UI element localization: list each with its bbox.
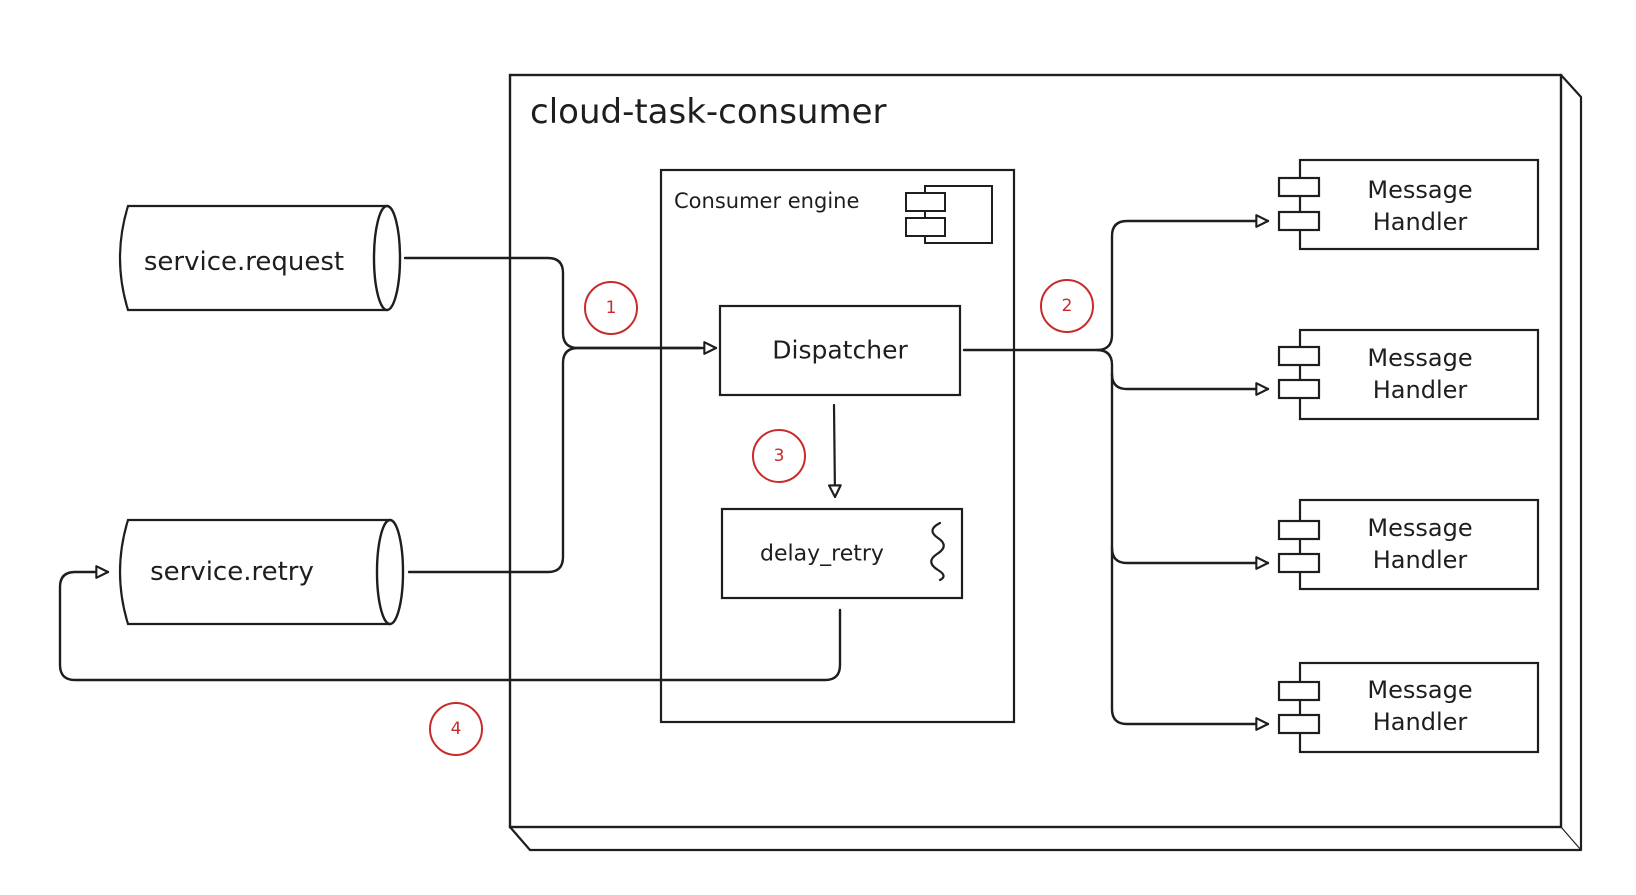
component-port-icon [1277, 176, 1321, 198]
wave-icon [930, 521, 945, 582]
svg-text:3: 3 [774, 446, 785, 466]
component-port-icon [1277, 519, 1321, 541]
component-port-icon [1277, 680, 1321, 702]
consumer-engine-label: Consumer engine [674, 189, 859, 213]
queue-label: service.request [144, 247, 344, 277]
edge-delay-retry-to-service-retry[interactable] [58, 565, 842, 682]
queue-service-retry[interactable]: service.retry [118, 518, 405, 626]
handler-line2: Handler [1373, 376, 1468, 404]
component-port-icon [1277, 378, 1321, 400]
consumer-engine-container[interactable]: Consumer engine [659, 168, 1016, 724]
handler-line2: Handler [1373, 708, 1468, 736]
svg-text:2: 2 [1062, 296, 1073, 316]
step-badge-2: 2 [1040, 279, 1094, 333]
edge-dispatcher-to-handler-4[interactable] [1110, 546, 1270, 731]
message-handler[interactable]: Message Handler [1277, 328, 1540, 421]
handler-line1: Message [1367, 514, 1472, 542]
svg-text:1: 1 [606, 298, 617, 318]
edge-retry-to-dispatcher[interactable] [407, 346, 702, 574]
component-port-icon [1277, 713, 1321, 735]
edge-dispatcher-trunk[interactable] [962, 214, 1270, 352]
node-title: cloud-task-consumer [530, 92, 887, 132]
component-icon [905, 185, 993, 244]
step-badge-4: 4 [429, 702, 483, 756]
message-handler[interactable]: Message Handler [1277, 158, 1540, 251]
handler-line2: Handler [1373, 208, 1468, 236]
dispatcher-label: Dispatcher [772, 336, 908, 365]
handler-line1: Message [1367, 676, 1472, 704]
message-handler[interactable]: Message Handler [1277, 661, 1540, 754]
edge-dispatcher-to-delay-retry[interactable] [827, 403, 842, 499]
dispatcher-box[interactable]: Dispatcher [718, 304, 962, 397]
queue-label: service.retry [150, 557, 314, 587]
step-badge-3: 3 [752, 429, 806, 483]
message-handler[interactable]: Message Handler [1277, 498, 1540, 591]
handler-line1: Message [1367, 176, 1472, 204]
queue-service-request[interactable]: service.request [118, 204, 402, 312]
delay-retry-label: delay_retry [760, 542, 884, 567]
edge-request-to-dispatcher[interactable] [403, 256, 718, 355]
component-port-icon [1277, 552, 1321, 574]
handler-line1: Message [1367, 344, 1472, 372]
connectors [58, 214, 1270, 731]
component-port-icon [1277, 345, 1321, 367]
step-badge-1: 1 [584, 281, 638, 335]
delay-retry-box[interactable]: delay_retry [720, 507, 964, 600]
svg-text:4: 4 [451, 719, 462, 739]
component-port-icon [1277, 210, 1321, 232]
handler-line2: Handler [1373, 546, 1468, 574]
